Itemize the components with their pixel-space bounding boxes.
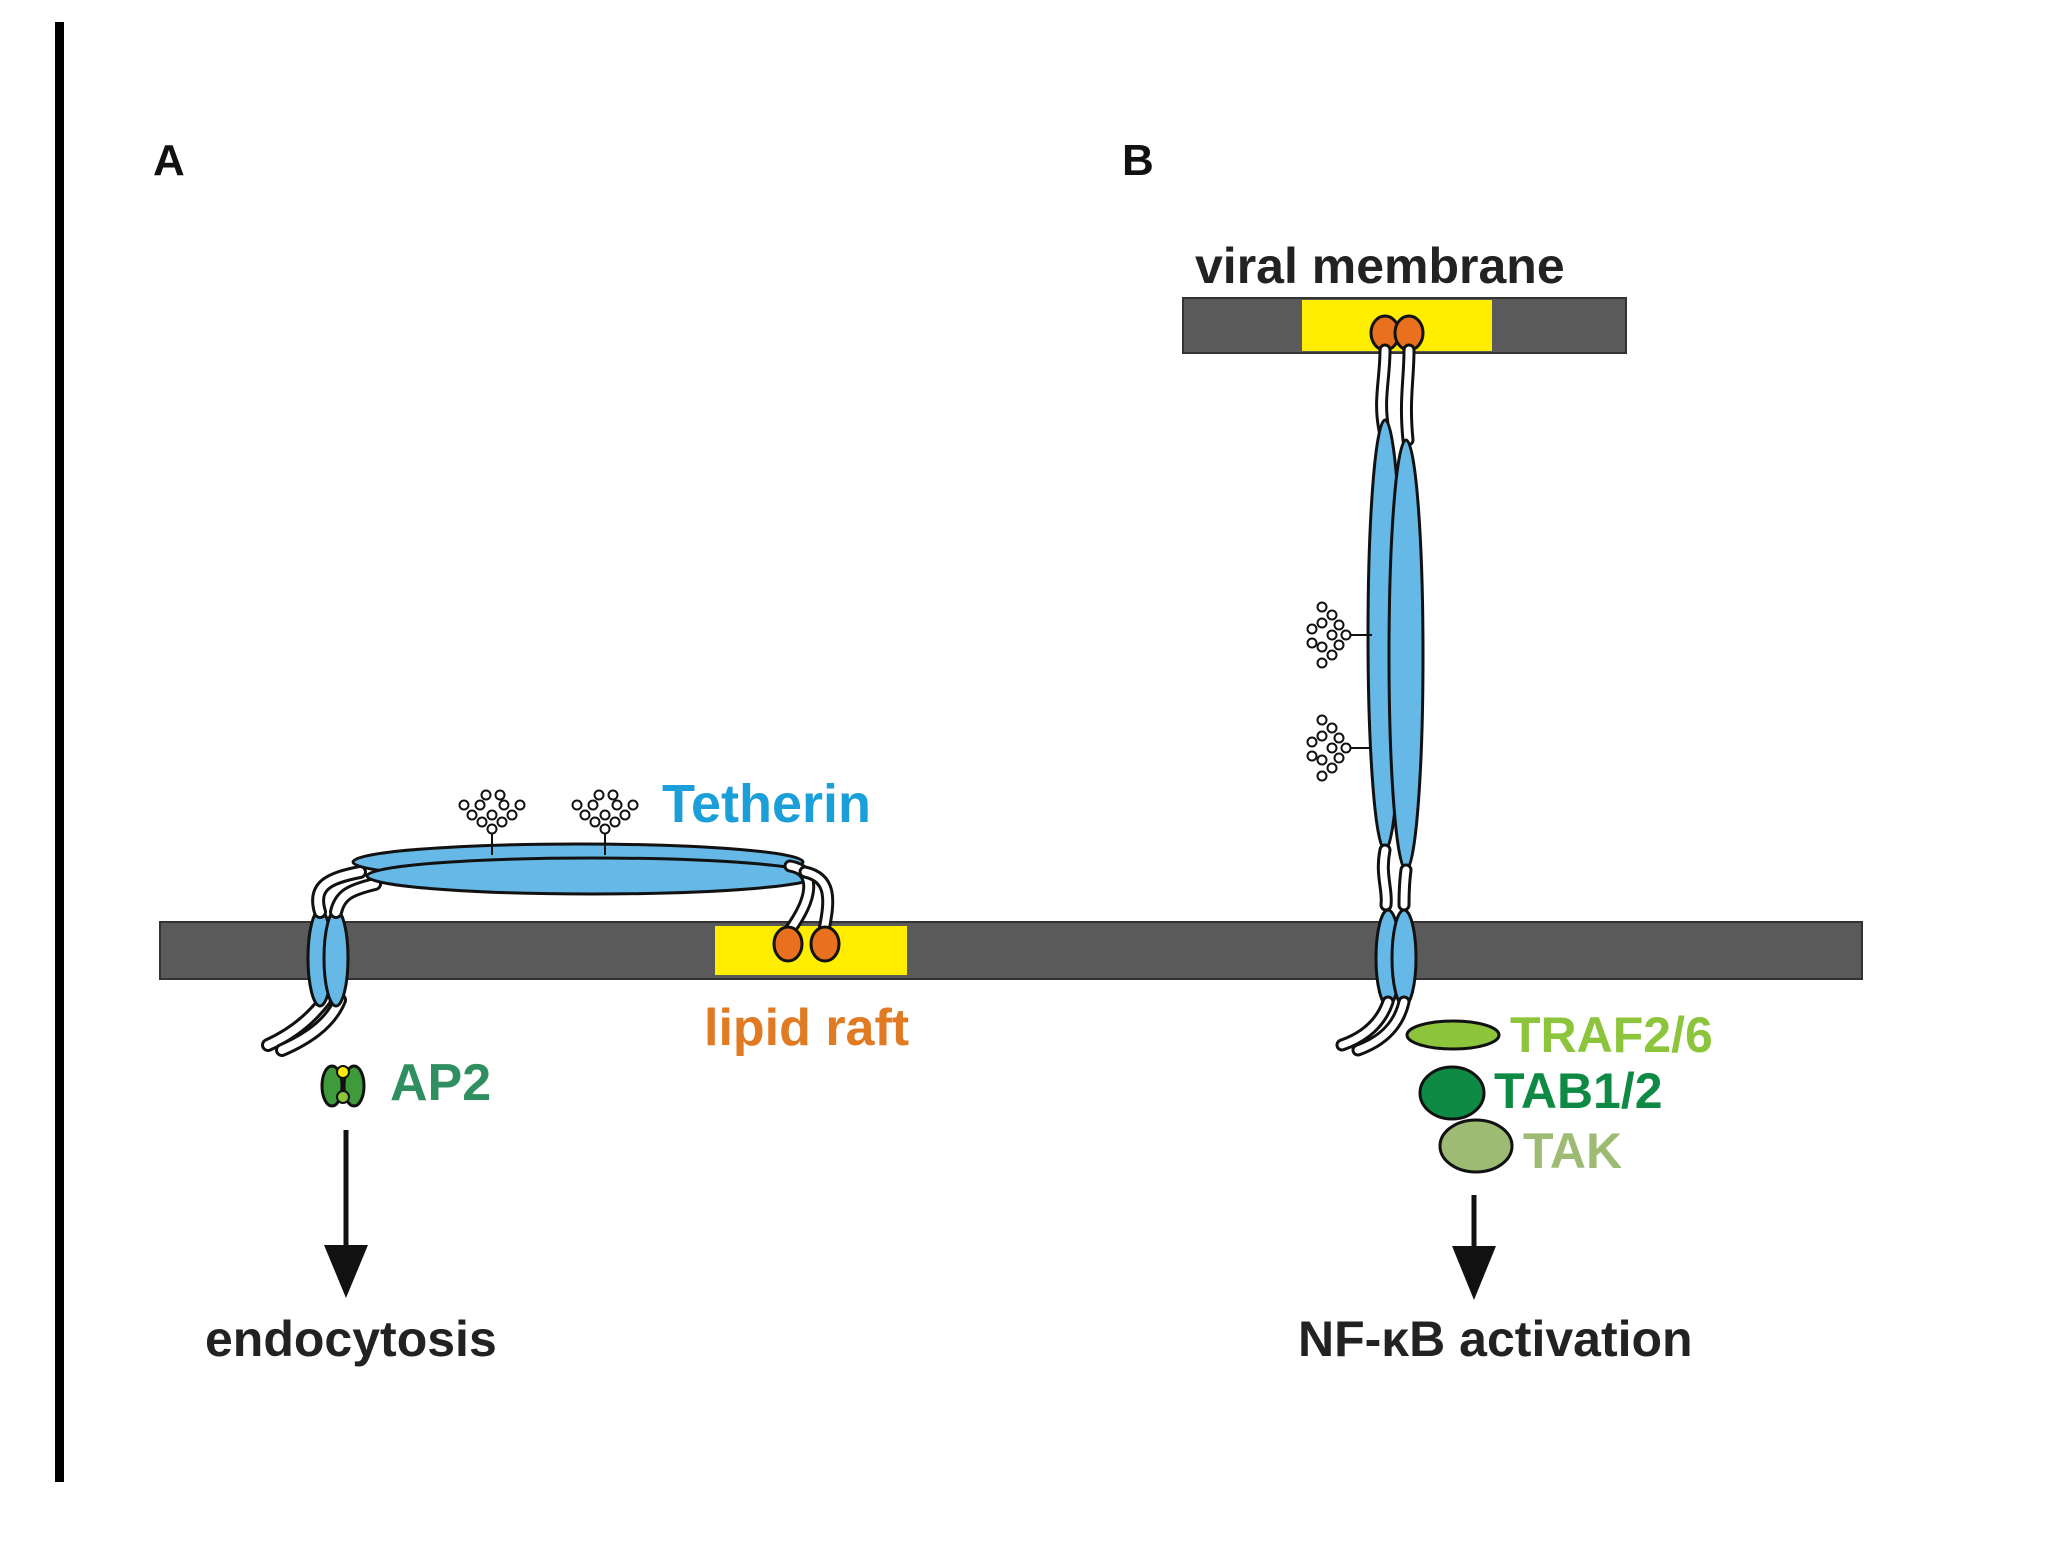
- gpi-anchor-a-2: [809, 925, 841, 963]
- tetherin-a-transmembrane-2: [322, 908, 350, 1008]
- traf-label: TRAF2/6: [1510, 1007, 1713, 1063]
- nfkb-arrow-head: [1452, 1246, 1496, 1300]
- tetherin-a-gpi-linker-fill: [786, 862, 813, 934]
- viral-membrane-label: viral membrane: [1195, 238, 1565, 294]
- tetherin-label: Tetherin: [662, 774, 871, 834]
- nfkb-activation-label: NF-κB activation: [1298, 1311, 1693, 1367]
- endocytosis-arrow-head: [324, 1245, 368, 1298]
- tetherin-a-linker-fill: [314, 868, 364, 916]
- tetherin-b-transmembrane-2: [1390, 908, 1418, 1008]
- tetherin-a-coiled-coil-2: [365, 856, 819, 896]
- tak-protein: [1438, 1118, 1514, 1174]
- tetherin-b-coiled-coil-2: [1387, 438, 1425, 872]
- glycan-b-1: [1306, 601, 1373, 669]
- lipid-raft-label: lipid raft: [704, 999, 909, 1057]
- panel-a-letter: A: [153, 136, 185, 185]
- left-rule: [55, 22, 64, 1482]
- panel-b-letter: B: [1122, 136, 1154, 185]
- tetherin-b-linker-fill: [1379, 846, 1390, 909]
- ap2-complex: [320, 1064, 366, 1108]
- tetherin-b-cytoplasmic-tail-2-fill: [1354, 998, 1408, 1054]
- tak-label: TAK: [1523, 1123, 1622, 1179]
- tetherin-a-gpi-linker-2-fill: [801, 868, 832, 934]
- glycan-b-2: [1306, 714, 1373, 782]
- plasma-membrane: [159, 921, 1863, 980]
- tab-protein: [1418, 1065, 1486, 1121]
- tetherin-b-cytoplasmic-tail-fill: [1338, 998, 1392, 1049]
- tetherin-b-linker-2-fill: [1400, 866, 1410, 909]
- gpi-anchor-a-1: [772, 925, 804, 963]
- tetherin-b-gpi-linker-fill: [1378, 346, 1389, 434]
- tab-label: TAB1/2: [1494, 1063, 1663, 1119]
- ap2-label: AP2: [390, 1054, 491, 1112]
- tetherin-a-linker-2-fill: [332, 880, 379, 916]
- traf-protein: [1405, 1019, 1501, 1051]
- endocytosis-label: endocytosis: [205, 1311, 497, 1367]
- tetherin-b-gpi-linker-2-fill: [1402, 346, 1413, 444]
